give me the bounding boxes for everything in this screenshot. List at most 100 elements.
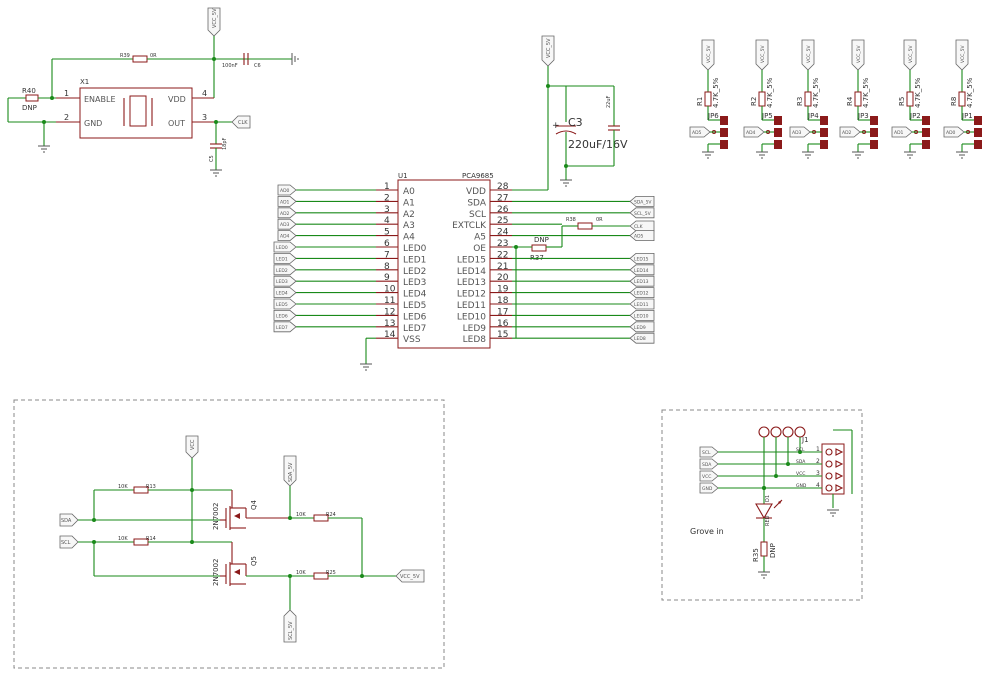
shifter-sda5v-label: SDA_5V (283, 455, 297, 487)
vcc-label-text: VCC_5V (960, 45, 966, 63)
ic-right-pin-number: 16 (497, 319, 509, 329)
clk-label: CLK (231, 115, 251, 129)
svg-text:R24: R24 (326, 512, 336, 518)
net-label-text: LED8 (634, 336, 646, 342)
ic-body (397, 179, 491, 349)
svg-text:2N7002: 2N7002 (212, 502, 220, 530)
jumper-ref: JP2 (909, 112, 921, 120)
net-label-led13: LED13 (629, 275, 655, 287)
svg-text:C5: C5 (209, 155, 215, 162)
svg-text:2N7002: 2N7002 (212, 558, 220, 586)
net-label-sda_5v: SDA_5V (629, 195, 655, 207)
net-label-text: AD1 (280, 199, 290, 205)
r38-resistor (577, 222, 593, 230)
svg-text:18pF: 18pF (222, 137, 228, 150)
ic-right-pin-number: 19 (497, 285, 509, 295)
svg-text:SDA_5V: SDA_5V (288, 462, 294, 482)
cap-vcc-label: VCC_5V (541, 35, 555, 67)
ic-left-pin-number: 7 (384, 250, 390, 260)
ic-right-pin-number: 20 (497, 273, 509, 283)
ic-left-pin-name: LED6 (403, 312, 427, 322)
ground-icon (802, 151, 814, 159)
jumper-ref: JP3 (857, 112, 869, 120)
ic-left-pin-number: 2 (384, 193, 390, 203)
svg-text:2: 2 (64, 113, 69, 122)
ground-icon (291, 53, 299, 65)
net-label-scl_5v: SCL_5V (629, 207, 655, 219)
svg-text:ENABLE: ENABLE (84, 95, 116, 104)
svg-text:SDA: SDA (61, 518, 72, 524)
net-label-text: SDA_5V (634, 199, 652, 205)
ic-left-pin-number: 13 (384, 319, 395, 329)
ic-left-pin-number: 6 (384, 239, 390, 249)
svg-text:10K: 10K (296, 512, 306, 518)
r39-ref: R39 (120, 53, 130, 59)
vcc-label-text: VCC_5V (760, 45, 766, 63)
ic-right-pin-number: 24 (497, 228, 509, 238)
ic-right-pin-name: LED11 (457, 301, 486, 311)
ic-right-pin-name: EXTCLK (452, 221, 487, 231)
r39-value: 0R (150, 53, 157, 59)
ic-left-pin-name: LED1 (403, 255, 426, 265)
ic-part: PCA9685 (462, 172, 494, 180)
r39-resistor (132, 55, 148, 63)
ic-right-pin-number: 18 (497, 296, 509, 306)
ic-left-pin-name: LED5 (403, 301, 426, 311)
svg-text:OUT: OUT (168, 119, 185, 128)
ic-right-pin-number: 22 (497, 250, 508, 260)
pullup-resistor (758, 91, 766, 107)
net-label-ad2: AD2 (277, 207, 297, 219)
x1-ref: X1 (80, 78, 89, 86)
vcc-label-text: VCC_5V (856, 45, 862, 63)
net-label-led4: LED4 (273, 287, 297, 299)
resistor-ref: R4 (846, 96, 854, 106)
svg-text:VCC: VCC (190, 439, 196, 450)
ic-left-pin-name: A2 (403, 210, 415, 220)
svg-text:VDD: VDD (168, 95, 186, 104)
jumper-ref: JP4 (807, 112, 819, 120)
r40-resistor (25, 94, 39, 102)
net-label-text: LED14 (634, 268, 649, 274)
net-label-led12: LED12 (629, 287, 655, 299)
net-label-led8: LED8 (629, 332, 655, 344)
ic-left-pin-name: VSS (403, 335, 421, 345)
pullup-resistor (704, 91, 712, 107)
r40-value: DNP (22, 104, 37, 112)
net-label-ad5: AD5 (629, 230, 655, 242)
resistor-ref: R2 (750, 97, 758, 106)
pullup-resistor (854, 91, 862, 107)
net-label-ad3: AD3 (277, 218, 297, 230)
jumper-ref: JP1 (961, 112, 973, 120)
svg-text:VCC_5V: VCC_5V (212, 8, 218, 28)
ic-left-pin-name: LED2 (403, 267, 426, 277)
net-label-text: AD4 (280, 234, 290, 240)
ic-left-pin-number: 8 (384, 262, 390, 272)
net-label-ad0: AD0 (277, 184, 297, 196)
svg-text:Q4: Q4 (250, 499, 258, 510)
ic-left-pin-name: A0 (403, 187, 415, 197)
svg-text:VCC_5V: VCC_5V (546, 38, 552, 58)
ground-icon (827, 509, 839, 517)
ic-right-pin-name: LED13 (457, 278, 486, 288)
signal-label-text: AD0 (946, 130, 956, 136)
svg-text:SCL: SCL (61, 540, 71, 546)
net-label-text: LED11 (634, 302, 649, 308)
net-label-text: LED12 (634, 291, 649, 297)
net-label-text: LED9 (634, 325, 646, 331)
net-label-text: SCL_5V (634, 211, 652, 217)
net-label-ad4: AD4 (277, 230, 297, 242)
signal-label-text: AD2 (842, 130, 852, 136)
svg-text:0R: 0R (596, 217, 603, 223)
resistor-ref: R5 (898, 97, 906, 106)
shifter-scl5v-label: SCL_5V (283, 609, 297, 643)
net-label-led2: LED2 (273, 264, 297, 276)
ic-left-pin-name: A4 (403, 233, 415, 243)
svg-text:+: + (552, 121, 560, 131)
svg-text:VCC_5V: VCC_5V (400, 574, 420, 580)
jumper-ref: JP5 (761, 112, 773, 120)
shifter-vcc5v-label: VCC_5V (395, 569, 425, 583)
